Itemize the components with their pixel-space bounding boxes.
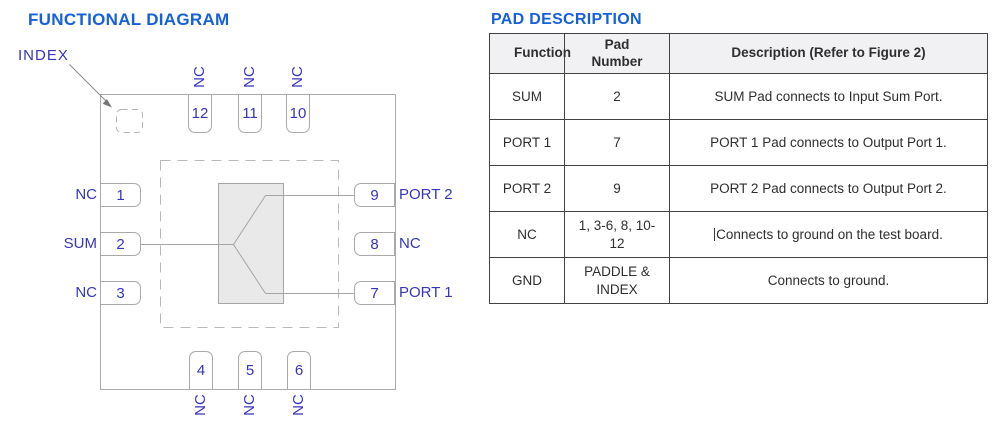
cell-pad-number: PADDLE & INDEX (564, 257, 670, 304)
cell-pad-number: 1, 3-6, 8, 10-12 (564, 211, 670, 258)
cell-description: Connects to ground on the test board. (669, 211, 988, 258)
cell-pad-number: 2 (564, 73, 670, 120)
cell-function: GND (489, 257, 565, 304)
pin-11: 11 (238, 94, 262, 133)
pin-label-9: PORT 2 (399, 186, 453, 203)
pin-4: 4 (189, 351, 213, 390)
cell-description: Connects to ground. (669, 257, 988, 304)
pin-5: 5 (238, 351, 262, 390)
pin-label-4: NC (192, 394, 209, 416)
index-label: INDEX (18, 47, 69, 64)
cell-function: SUM (489, 73, 565, 120)
pad-description-title: PAD DESCRIPTION (491, 11, 642, 28)
pin-3: 3 (100, 281, 141, 305)
pin-2: 2 (100, 232, 141, 256)
cell-description: PORT 1 Pad connects to Output Port 1. (669, 119, 988, 166)
pin-label-11: NC (241, 66, 258, 88)
pin-label-6: NC (290, 394, 307, 416)
pin-12: 12 (188, 94, 212, 133)
pin-label-8: NC (399, 235, 421, 252)
cell-description: SUM Pad connects to Input Sum Port. (669, 73, 988, 120)
pin-6: 6 (287, 351, 311, 390)
cell-pad-number: 7 (564, 119, 670, 166)
functional-diagram-title: FUNCTIONAL DIAGRAM (28, 10, 230, 29)
cell-pad-number: 9 (564, 165, 670, 212)
pin-10: 10 (286, 94, 310, 133)
pin-1: 1 (100, 183, 141, 207)
package-outline (100, 94, 396, 390)
cell-function: PORT 1 (489, 119, 565, 166)
pin-label-12: NC (191, 66, 208, 88)
column-header-function: Function (489, 33, 571, 74)
pin-label-2: SUM (63, 235, 97, 252)
pin-label-3: NC (75, 284, 97, 301)
cell-description: PORT 2 Pad connects to Output Port 2. (669, 165, 988, 212)
pin-8: 8 (354, 232, 395, 256)
pin-label-5: NC (241, 394, 258, 416)
pin-label-1: NC (75, 186, 97, 203)
pin-7: 7 (354, 281, 395, 305)
text-cursor (714, 227, 716, 241)
cell-function: NC (489, 211, 565, 258)
cell-function: PORT 2 (489, 165, 565, 212)
pin-label-10: NC (289, 66, 306, 88)
pin-label-7: PORT 1 (399, 284, 453, 301)
pin-9: 9 (354, 183, 395, 207)
column-header-description: Description (Refer to Figure 2) (669, 33, 988, 74)
column-header-pad-number: Pad Number (564, 33, 670, 74)
